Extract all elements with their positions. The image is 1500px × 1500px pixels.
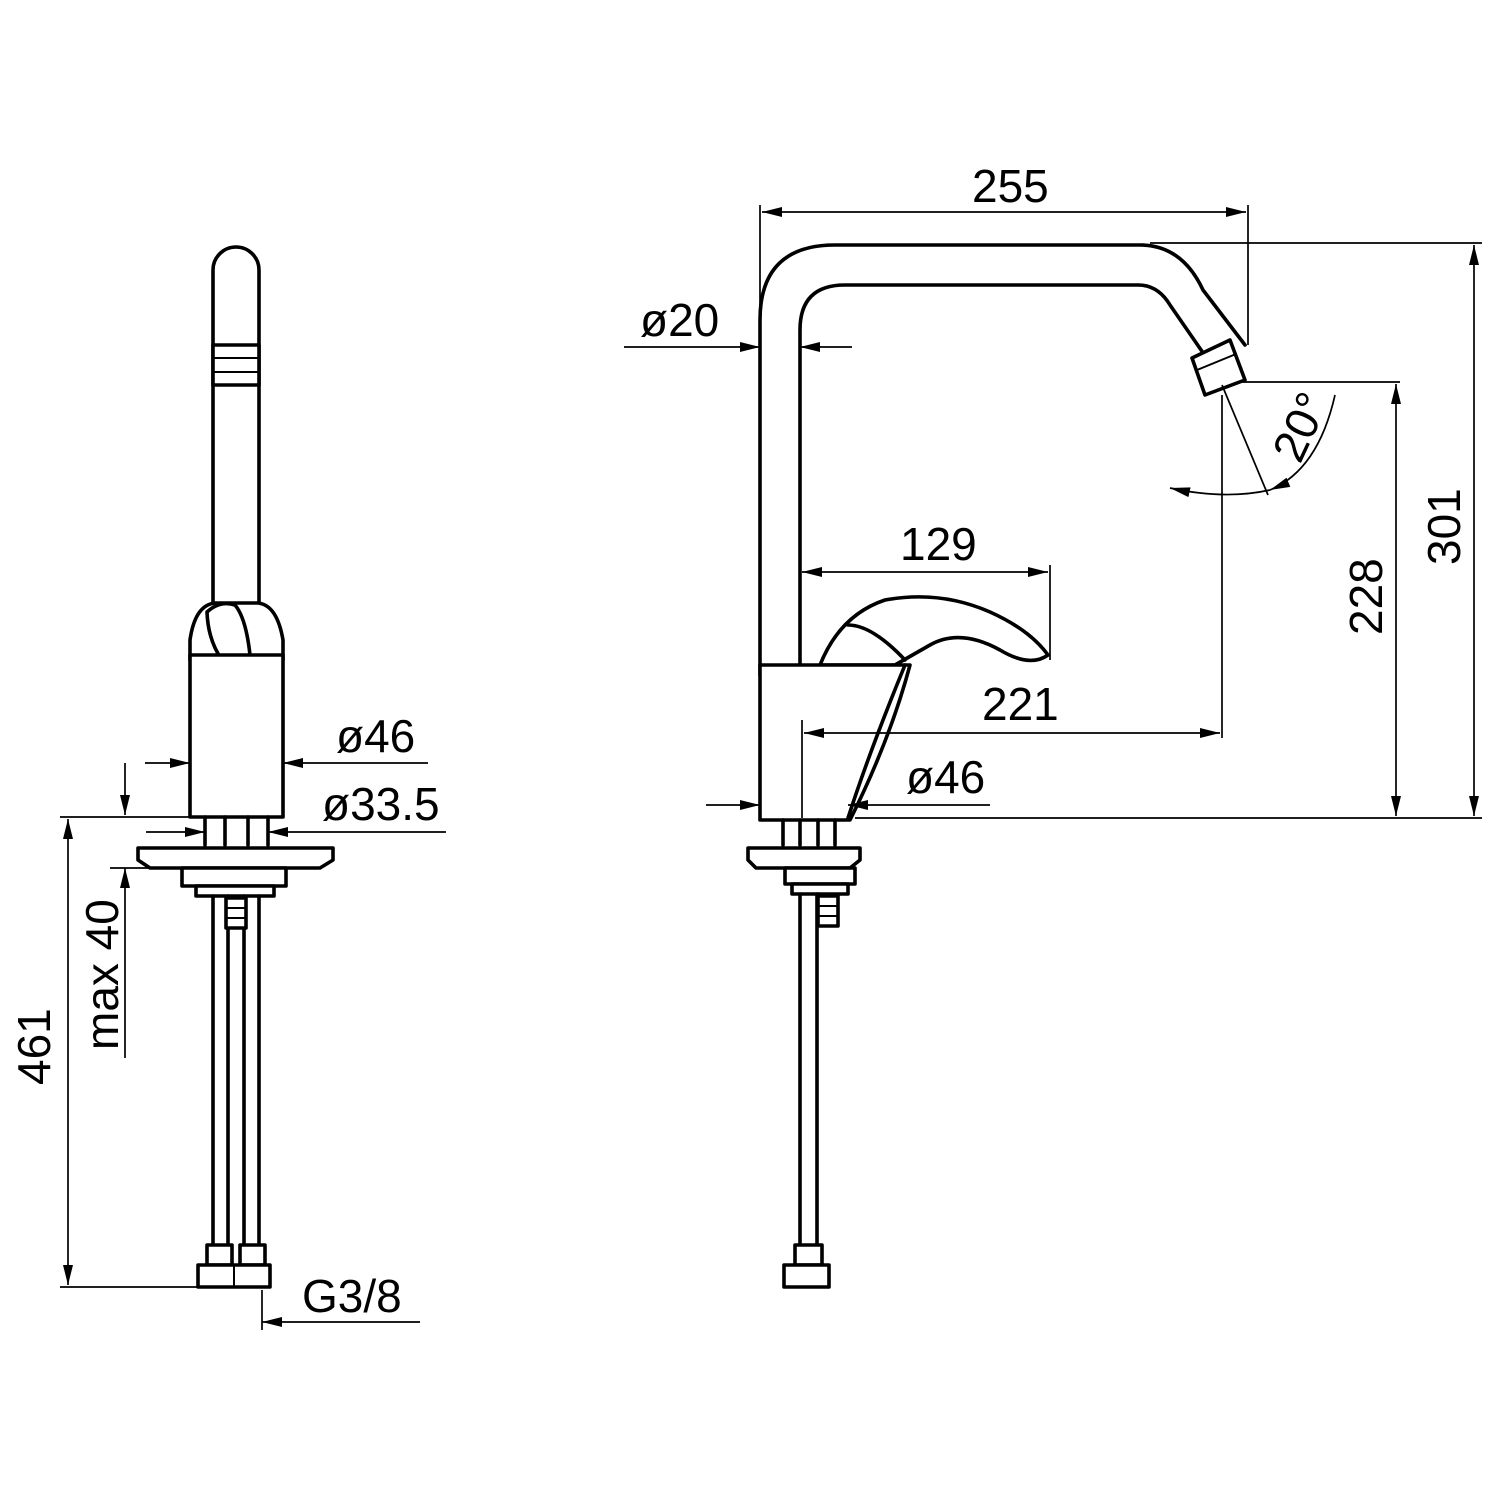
side-body (188, 653, 285, 819)
side-nut (180, 866, 288, 888)
front-fitting (793, 1243, 824, 1267)
front-dim-129: 129 (900, 518, 977, 570)
side-fitting-left (205, 1243, 234, 1267)
front-aerator (1190, 338, 1247, 397)
side-dim-d33-5: ø33.5 (322, 778, 440, 830)
side-spout (211, 245, 261, 612)
front-dim-255: 255 (972, 160, 1049, 212)
front-dim-228: 228 (1340, 558, 1392, 635)
side-dim-thread: G3/8 (302, 1270, 402, 1322)
front-spout-inner (798, 283, 1210, 667)
side-dim-max40: max 40 (76, 899, 128, 1050)
front-connector-nut (782, 1263, 831, 1289)
front-nut (783, 866, 857, 886)
front-view: 255 ø20 301 228 20° 129 221 ø46 (624, 160, 1482, 1289)
front-lever (818, 595, 1050, 667)
side-mounting-plate (136, 846, 335, 870)
side-hose-right (242, 894, 261, 1247)
front-dim-d20: ø20 (640, 294, 719, 346)
side-view: ø46 ø33.5 max 40 461 G3/8 (8, 245, 446, 1330)
front-spout-outer (758, 243, 1247, 677)
side-dim-461: 461 (8, 1008, 60, 1085)
side-lever (188, 601, 285, 662)
side-aerator-ring (211, 343, 261, 387)
front-dim-221: 221 (982, 678, 1059, 730)
front-dim-angle20: 20° (1262, 384, 1339, 469)
front-mounting-plate (746, 846, 862, 870)
front-dim-d46: ø46 (906, 751, 985, 803)
side-dim-d46: ø46 (336, 710, 415, 762)
side-hose-left (211, 894, 230, 1247)
side-fitting-right (238, 1243, 267, 1267)
front-hose (798, 892, 819, 1264)
front-body (758, 663, 912, 822)
front-dim-301: 301 (1418, 488, 1470, 565)
